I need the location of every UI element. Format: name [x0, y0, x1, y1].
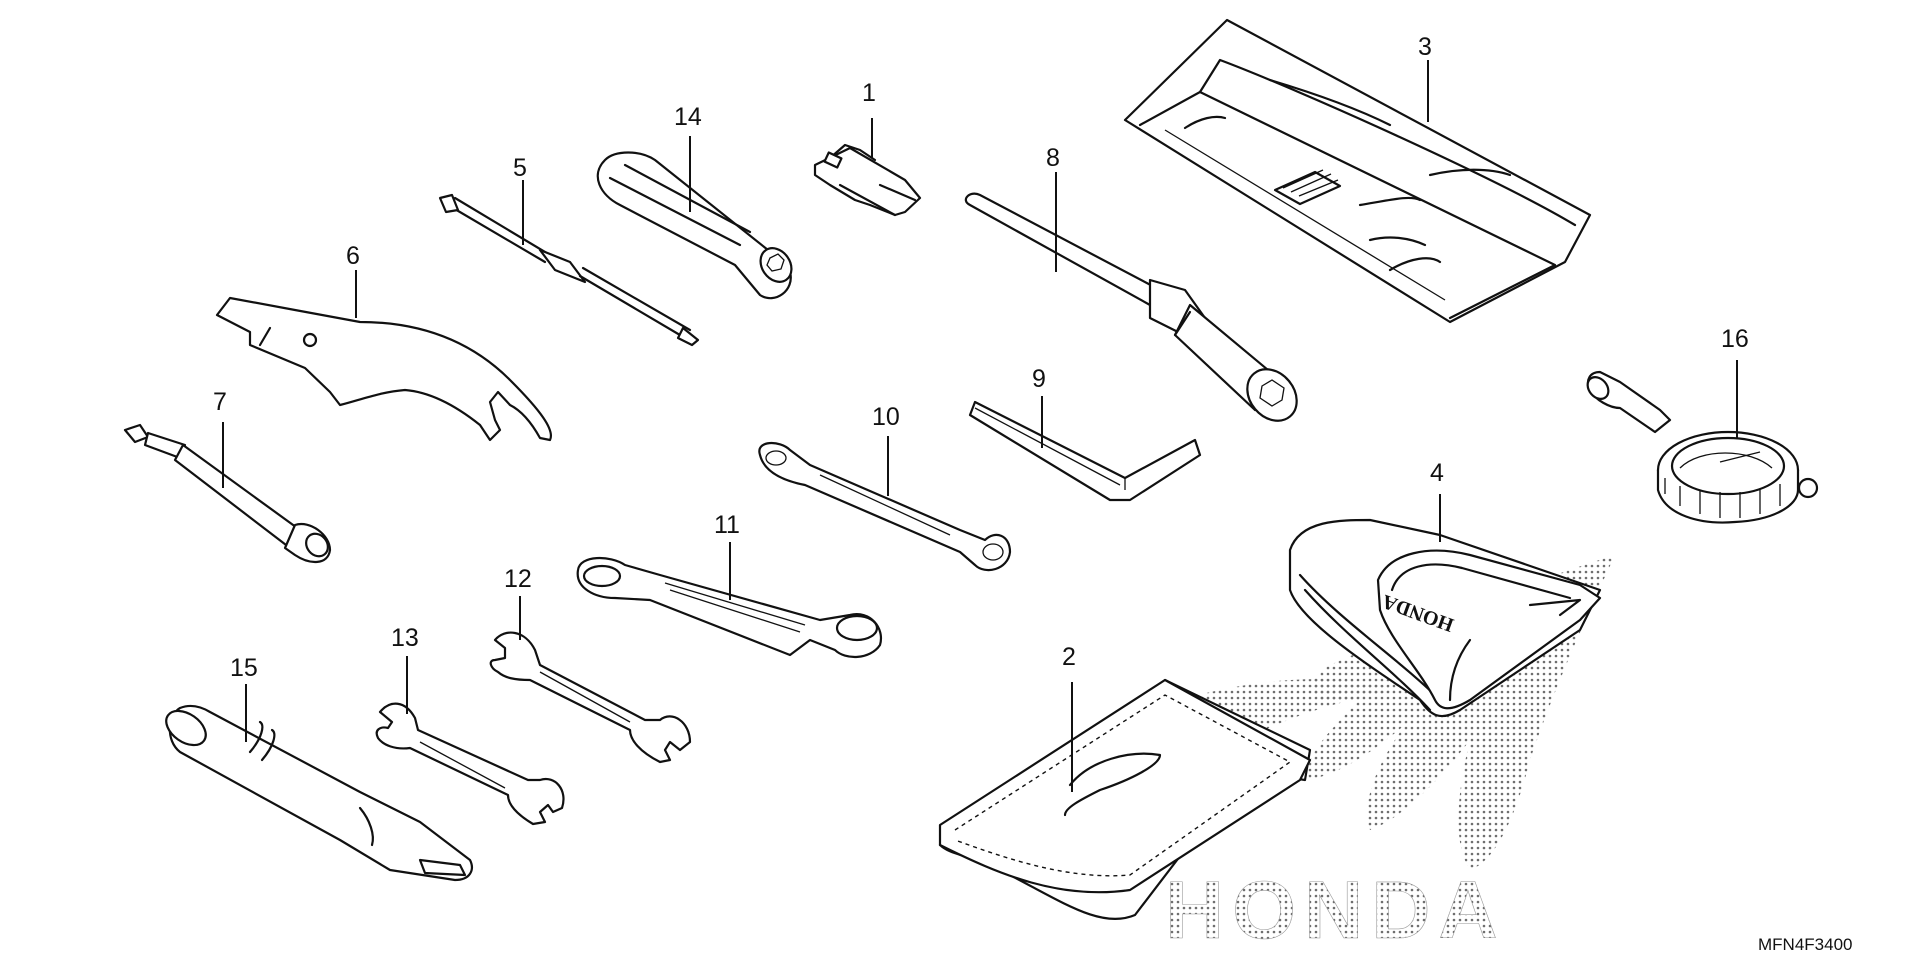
callout-4: 4: [1430, 459, 1444, 542]
callout-label: 9: [1032, 365, 1046, 393]
callout-6: 6: [346, 242, 360, 318]
offset-box-wrench: [758, 442, 1012, 572]
callout-7: 7: [213, 388, 227, 488]
branded-pouch: HONDA: [1288, 518, 1602, 718]
callout-12: 12: [504, 565, 532, 640]
open-end-wrench-12: [489, 631, 692, 764]
hook-spanner-wrench: [215, 296, 553, 442]
part-code: MFN4F3400: [1758, 935, 1852, 954]
callouts: 1 2 3 4 5 6 7 8: [213, 33, 1749, 792]
callout-label: 4: [1430, 459, 1444, 487]
tool-roll-case: [1123, 18, 1592, 324]
callout-label: 14: [674, 103, 702, 131]
callout-1: 1: [862, 79, 876, 158]
open-end-wrench-13: [375, 702, 565, 826]
callout-16: 16: [1721, 325, 1749, 438]
callout-10: 10: [872, 403, 900, 496]
callout-label: 16: [1721, 325, 1749, 353]
callout-3: 3: [1418, 33, 1432, 122]
fuse-puller: [813, 143, 922, 217]
callout-label: 5: [513, 154, 527, 182]
handle-grip: [165, 704, 473, 882]
callout-15: 15: [230, 654, 258, 742]
callout-label: 10: [872, 403, 900, 431]
callout-label: 15: [230, 654, 258, 682]
callout-label: 1: [862, 79, 876, 107]
callout-5: 5: [513, 154, 527, 245]
callout-11: 11: [714, 511, 740, 600]
callout-14: 14: [674, 103, 702, 212]
callout-9: 9: [1032, 365, 1046, 448]
callout-label: 7: [213, 388, 227, 416]
callout-label: 2: [1062, 643, 1076, 671]
offset-ring-wrench: [576, 557, 883, 658]
callout-2: 2: [1062, 643, 1076, 792]
callout-label: 8: [1046, 144, 1060, 172]
callout-label: 3: [1418, 33, 1432, 61]
hex-key: [968, 400, 1202, 502]
callout-label: 11: [714, 511, 740, 539]
socket-extension-bar: [123, 423, 332, 563]
callout-label: 6: [346, 242, 360, 270]
callout-8: 8: [1046, 144, 1060, 272]
double-ended-screwdriver: [438, 193, 700, 347]
callout-13: 13: [391, 624, 419, 714]
honda-watermark-text: HONDA: [1165, 865, 1506, 956]
document-pouch: [938, 678, 1312, 920]
screwdriver-handle: [596, 151, 793, 300]
callout-label: 13: [391, 624, 419, 652]
spark-plug-wrench: [964, 192, 1298, 422]
tire-pressure-gauge: [1586, 370, 1819, 524]
callout-label: 12: [504, 565, 532, 593]
